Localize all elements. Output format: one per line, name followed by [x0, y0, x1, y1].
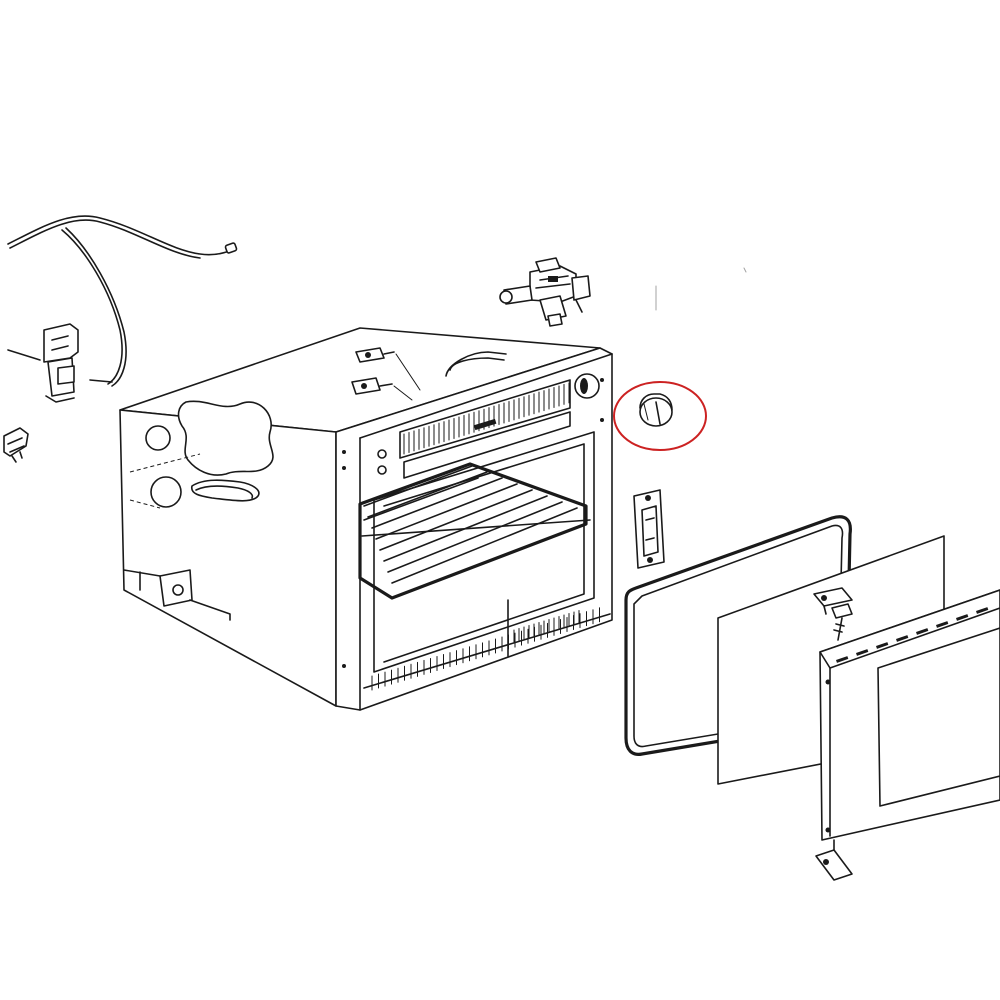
- door-vent-slot: [916, 628, 929, 635]
- safety-valve-part: [7, 323, 79, 403]
- vent-slots: [371, 607, 600, 691]
- highlight-circle: [613, 381, 707, 451]
- door-hinge-top: [813, 587, 853, 615]
- detail-stroke: [387, 501, 563, 573]
- door-vent-slot: [936, 621, 949, 628]
- detail-stroke: [379, 489, 533, 551]
- door-vent-slot: [956, 614, 969, 621]
- door-vent-slot: [876, 642, 889, 649]
- door-vent-slot: [896, 635, 909, 642]
- detail-stroke: [391, 507, 578, 584]
- door-hinge-bracket: [633, 489, 665, 569]
- door-vent-slot: [836, 656, 849, 663]
- door-vent-slot: [855, 649, 869, 656]
- door-vent-slot: [976, 607, 989, 614]
- oven-front-frame: [335, 347, 613, 711]
- detail-stroke: [363, 465, 473, 507]
- door-hinge-bottom: [815, 839, 853, 881]
- gas-valve: [499, 257, 591, 327]
- burner-jet: [351, 377, 393, 395]
- detail-stroke: [371, 477, 503, 529]
- detail-stroke: [367, 471, 488, 518]
- door-screw: [831, 603, 853, 641]
- control-knob[interactable]: [639, 393, 673, 427]
- bracket-part: [3, 427, 29, 463]
- burner-jet: [355, 347, 395, 363]
- oven-rack: [358, 462, 591, 600]
- thermocouple-wire: [7, 215, 238, 387]
- oven-body: [119, 327, 601, 707]
- detail-stroke: [383, 495, 548, 562]
- detail-stroke: [375, 483, 518, 540]
- oven-door: [819, 589, 1000, 841]
